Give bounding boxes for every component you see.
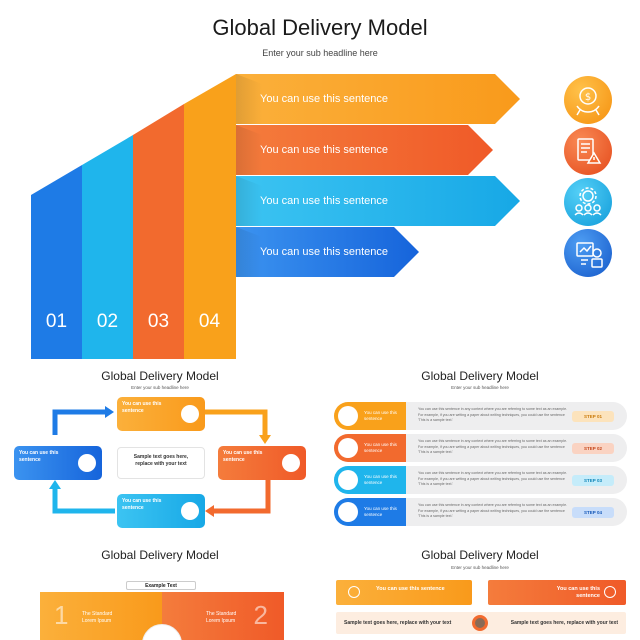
step-row-3-desc: You can use this sentence in any context… — [418, 471, 568, 487]
chevron-right-icon — [338, 470, 358, 490]
arrow-4-label: You can use this sentence — [260, 246, 389, 258]
cycle-subtitle: Enter your sub headline here — [131, 385, 189, 390]
br-sample-right: Sample text goes here, replace with your… — [510, 620, 618, 626]
bl-card-2-text: The Standard Lorem Ipsum — [206, 611, 237, 624]
column-2 — [82, 135, 133, 359]
br-sample-row: Sample text goes here, replace with your… — [336, 612, 626, 634]
layers-icon — [282, 454, 300, 472]
step-row-2-label: You can use this sentence — [364, 442, 397, 453]
bl-card-2: 2 The Standard Lorem Ipsum — [162, 592, 284, 640]
arrow-2-label: You can use this sentence — [260, 144, 389, 156]
gear-icon — [472, 615, 488, 631]
column-3-number: 03 — [147, 311, 170, 332]
step-row-1-label: You can use this sentence — [364, 410, 397, 421]
step-row-3-label: You can use this sentence — [364, 474, 397, 485]
svg-text:$: $ — [585, 92, 591, 103]
presentation-icon — [564, 229, 612, 277]
chevron-right-icon — [338, 406, 358, 426]
bottom-left-title: Global Delivery Model — [101, 548, 219, 562]
page-title: Global Delivery Model — [212, 15, 428, 40]
cycle-box-2: You can use this sentence — [218, 446, 306, 480]
cycle-box-4-label: You can use this sentence — [19, 450, 59, 463]
column-4-number: 04 — [198, 311, 221, 332]
bl-card-2-number: 2 — [253, 600, 268, 630]
cycle-box-4: You can use this sentence — [14, 446, 102, 480]
br-card-2-label: You can use this sentence — [556, 586, 600, 599]
step-row-3-badge: STEP 03 — [572, 475, 614, 486]
step-row-4: You can use this sentence You can use th… — [334, 498, 627, 526]
bottom-right-subtitle: Enter your sub headline here — [451, 565, 509, 570]
bl-card-1-text: The Standard Lorem Ipsum — [82, 611, 113, 624]
arrow-1 — [236, 74, 520, 124]
br-card-1: You can use this sentence — [336, 580, 472, 605]
page-subtitle: Enter your sub headline here — [262, 48, 378, 58]
network-icon — [78, 454, 96, 472]
cycle-box-1-label: You can use this sentence — [122, 401, 162, 414]
document-warning-icon — [564, 127, 612, 175]
bottom-right-title: Global Delivery Model — [421, 548, 539, 562]
step-row-4-label: You can use this sentence — [364, 506, 397, 517]
cycle-box-2-label: You can use this sentence — [223, 450, 263, 463]
steps-title: Global Delivery Model — [421, 369, 539, 383]
column-4 — [184, 74, 236, 359]
team-gear-icon — [564, 178, 612, 226]
arrow-1-label: You can use this sentence — [260, 93, 389, 105]
step-row-2-desc: You can use this sentence in any context… — [418, 439, 568, 455]
cycle-center-text: Sample text goes here, replace with your… — [117, 447, 205, 479]
step-row-4-badge: STEP 04 — [572, 507, 614, 518]
arrow-3 — [236, 176, 520, 226]
bl-card-1-number: 1 — [54, 600, 69, 630]
step-row-1-desc: You can use this sentence in any context… — [418, 407, 568, 423]
chart-icon — [604, 586, 616, 598]
arrow-4 — [236, 227, 419, 277]
step-row-4-desc: You can use this sentence in any context… — [418, 503, 568, 519]
steps-subtitle: Enter your sub headline here — [451, 385, 509, 390]
chevron-right-icon — [338, 502, 358, 522]
money-hand-icon: $ — [564, 76, 612, 124]
step-row-3: You can use this sentence You can use th… — [334, 466, 627, 494]
lightbulb-icon — [348, 586, 360, 598]
cycle-box-3: You can use this sentence — [117, 494, 205, 528]
arrow-2 — [236, 125, 493, 175]
arrow-3-label: You can use this sentence — [260, 195, 389, 207]
main-diagram — [31, 74, 520, 359]
column-1 — [31, 165, 82, 359]
example-text-label: Example Text — [126, 581, 196, 590]
cycle-box-1: You can use this sentence — [117, 397, 205, 431]
column-1-number: 01 — [45, 311, 68, 332]
br-card-2: You can use this sentence — [488, 580, 626, 605]
tools-icon — [181, 405, 199, 423]
step-row-1: You can use this sentence You can use th… — [334, 402, 627, 430]
chevron-right-icon — [338, 438, 358, 458]
step-row-2: You can use this sentence You can use th… — [334, 434, 627, 462]
br-card-1-label: You can use this sentence — [376, 586, 445, 592]
column-3 — [133, 104, 184, 359]
bl-card-1: 1 The Standard Lorem Ipsum — [40, 592, 162, 640]
br-sample-left: Sample text goes here, replace with your… — [344, 620, 452, 626]
user-icon — [181, 502, 199, 520]
cycle-connectors — [49, 406, 271, 517]
step-row-2-badge: STEP 02 — [572, 443, 614, 454]
step-row-1-badge: STEP 01 — [572, 411, 614, 422]
column-2-number: 02 — [96, 311, 119, 332]
cycle-title: Global Delivery Model — [101, 369, 219, 383]
cycle-box-3-label: You can use this sentence — [122, 498, 162, 511]
